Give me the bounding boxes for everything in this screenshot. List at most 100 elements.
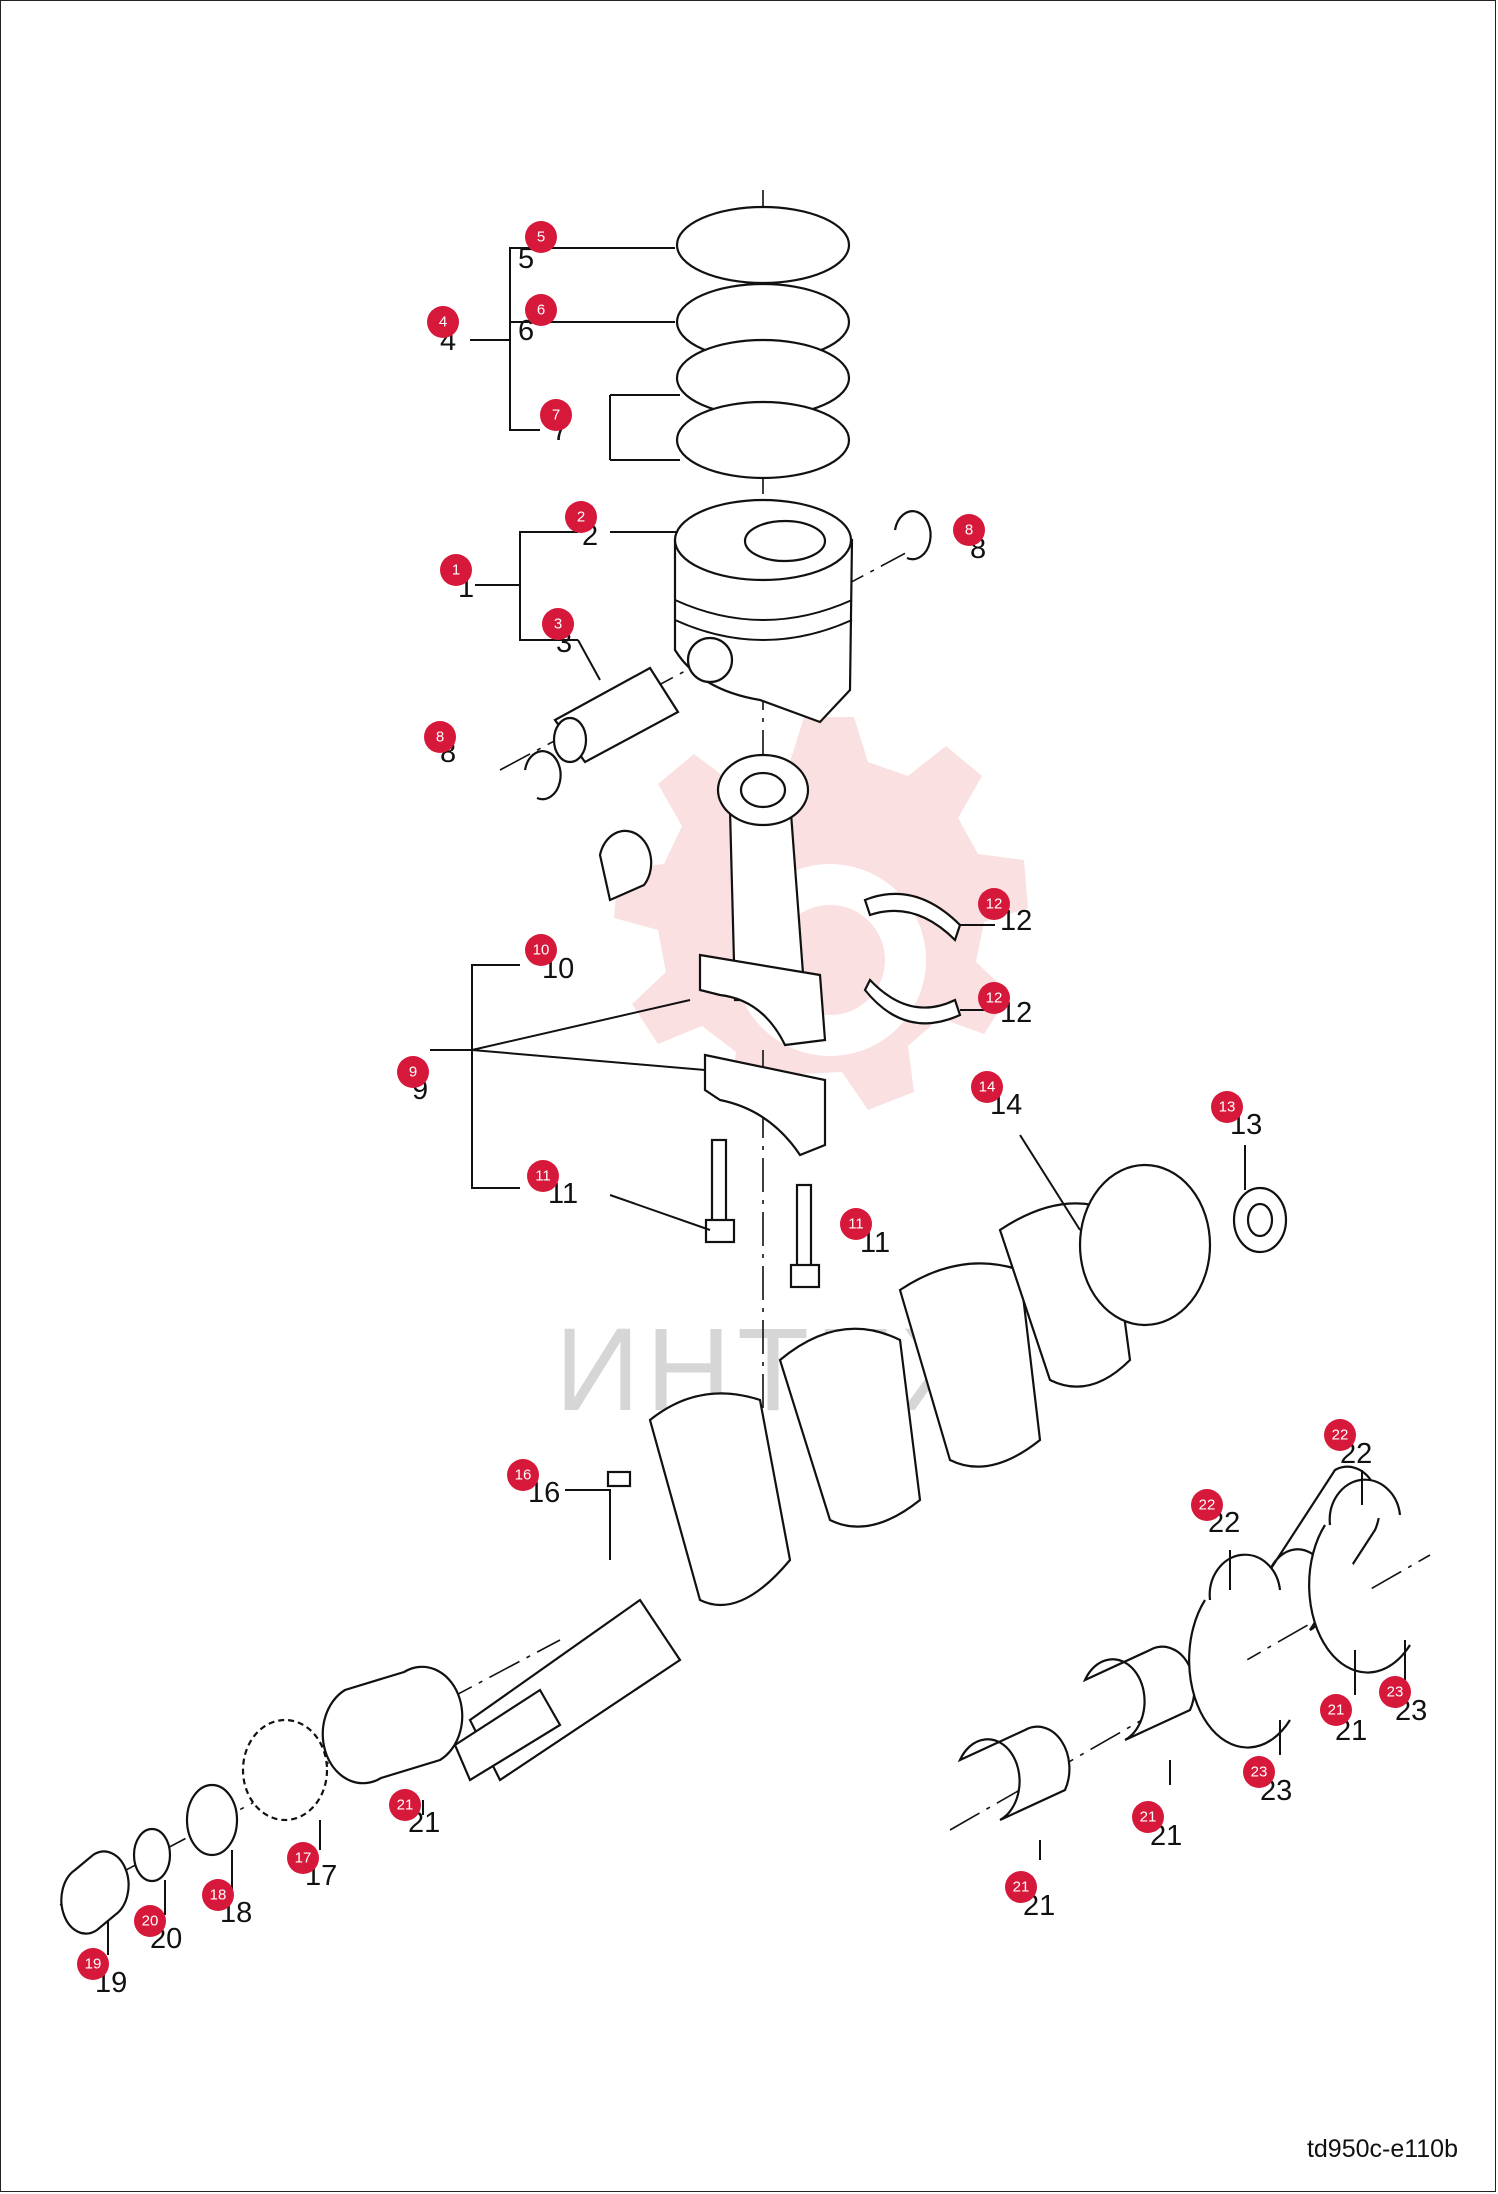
svg-text:13: 13 (1219, 1099, 1236, 1116)
front-seal (60, 1850, 130, 1935)
leader-3 (577, 639, 601, 681)
callout-13: 13 (1211, 1091, 1243, 1123)
bracket-lines (107, 247, 1406, 1955)
drawing-code-label: td950c-e110b (1306, 2135, 1458, 2163)
svg-text:6: 6 (537, 302, 545, 319)
svg-text:22: 22 (1199, 1497, 1216, 1514)
svg-text:1: 1 (452, 562, 460, 579)
callout-9: 9 (397, 1056, 429, 1088)
plain-label: 5 (518, 243, 534, 275)
crankshaft-gear (241, 1718, 329, 1822)
plain-label: 6 (518, 315, 534, 347)
callout-17: 18 (202, 1879, 234, 1911)
conrod-small-end-bore (739, 771, 787, 809)
piston-bowl (743, 519, 827, 563)
small-end-bushing (598, 829, 653, 902)
svg-text:10: 10 (533, 942, 550, 959)
svg-text:9: 9 (409, 1064, 417, 1081)
callout-3: 3 (542, 608, 574, 640)
svg-text:18: 18 (210, 1887, 227, 1904)
thrust-washer-upper-2 (1328, 1478, 1402, 1526)
thrust-washer-lower-2 (1308, 1524, 1411, 1674)
piston-pin-end (552, 716, 588, 764)
svg-text:14: 14 (979, 1079, 996, 1096)
leader-16 (565, 1489, 611, 1560)
crank-rear-flange (1078, 1163, 1212, 1327)
leader-11a (609, 1194, 711, 1231)
svg-text:22: 22 (1332, 1427, 1349, 1444)
main-bearing-shell-2 (1082, 1645, 1196, 1741)
callout-bubbles: 5 6 4 7 2 8 1 3 8 12 10 12 9 14 13 11 11… (77, 221, 1411, 1980)
crank-web-3 (898, 1262, 1042, 1468)
svg-text:11: 11 (848, 1216, 864, 1233)
rod-bearing-upper (863, 892, 962, 943)
snap-ring-left (523, 750, 562, 801)
svg-text:21: 21 (397, 1797, 414, 1814)
watermark-gear-logo (614, 717, 1028, 1114)
callout-22-right: 22 (1324, 1419, 1356, 1451)
crank-web-2 (778, 1327, 922, 1528)
conrod-bolt-right (789, 1183, 821, 1289)
svg-text:19: 19 (85, 1956, 102, 1973)
callout-23-right: 23 (1379, 1676, 1411, 1708)
conrod-bolt-left (704, 1138, 736, 1244)
callout-5: 5 (525, 221, 557, 253)
svg-text:7: 7 (552, 407, 560, 424)
callout-16: 16 (507, 1459, 539, 1491)
callout-22-left: 22 (1191, 1489, 1223, 1521)
thrust-washer-lower-1 (1188, 1599, 1291, 1749)
top-ring (675, 205, 851, 285)
callout-21-right: 21 (1320, 1694, 1352, 1726)
thrust-washer-upper-1 (1208, 1553, 1282, 1601)
crank-spline (453, 1688, 562, 1782)
callout-7: 7 (540, 399, 572, 431)
callout-18: 19 (77, 1948, 109, 1980)
callout-15: 17 (287, 1842, 319, 1874)
rear-oil-seal-bore (1246, 1202, 1274, 1238)
conrod-cap (703, 1053, 827, 1157)
group9-bracket (471, 964, 520, 1189)
front-bearing-sleeve (321, 1665, 464, 1785)
callout-6: 6 (525, 294, 557, 326)
svg-text:21: 21 (1140, 1809, 1157, 1826)
oil-ring-lower (675, 400, 851, 480)
callout-20: 21 (389, 1789, 421, 1821)
svg-text:8: 8 (436, 729, 444, 746)
svg-text:16: 16 (515, 1467, 532, 1484)
callout-2: 2 (565, 501, 597, 533)
bolt-shank (710, 1138, 728, 1224)
svg-text:20: 20 (142, 1913, 159, 1930)
callout-19: 20 (134, 1905, 166, 1937)
callout-8-right: 8 (953, 514, 985, 546)
piston-groove-1 (674, 599, 853, 621)
leader-14 (1019, 1134, 1081, 1231)
callout-11-upper: 11 (527, 1160, 559, 1192)
snap-ring-right (893, 510, 932, 561)
svg-text:12: 12 (986, 896, 1003, 913)
svg-text:21: 21 (1328, 1702, 1345, 1719)
conrod-big-end (698, 953, 827, 1047)
piston-groove-2 (674, 619, 853, 641)
connecting-rod (698, 753, 827, 1157)
woodruff-key (606, 1470, 632, 1488)
main-bearing-shell-1 (957, 1725, 1071, 1821)
svg-text:23: 23 (1387, 1684, 1404, 1701)
svg-text:4: 4 (439, 314, 447, 331)
callout-21-middle: 21 (1132, 1801, 1164, 1833)
o-ring (132, 1827, 172, 1883)
crankshaft (453, 1163, 1212, 1782)
svg-text:2: 2 (577, 509, 585, 526)
svg-text:5: 5 (537, 229, 545, 246)
callout-4: 4 (427, 306, 459, 338)
svg-text:12: 12 (986, 990, 1003, 1007)
callout-12-upper: 12 (978, 888, 1010, 920)
callout-11-lower: 11 (840, 1208, 872, 1240)
bolt-shank (795, 1183, 813, 1269)
thrust-washer (185, 1783, 239, 1857)
callout-23-left: 23 (1243, 1756, 1275, 1788)
callout-21-left: 21 (1005, 1871, 1037, 1903)
svg-text:17: 17 (295, 1850, 312, 1867)
callout-12-lower: 12 (978, 982, 1010, 1014)
